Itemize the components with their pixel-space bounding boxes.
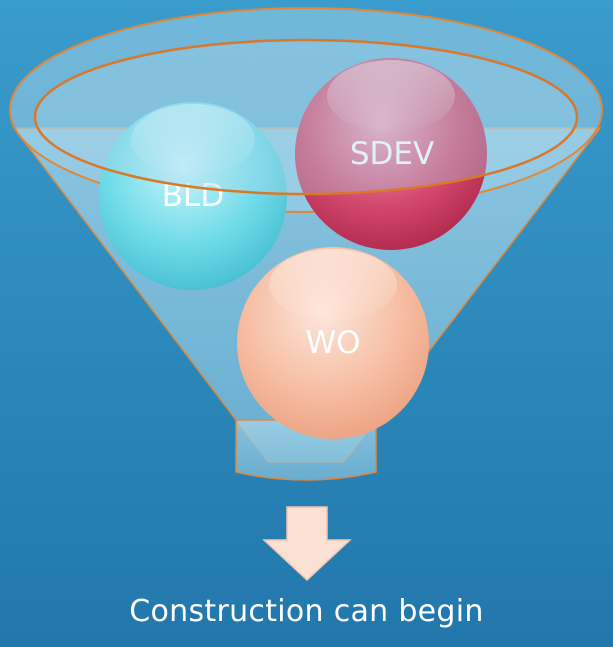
- ball-label-sdev: SDEV: [350, 136, 434, 172]
- ball-wo: WO: [237, 247, 429, 439]
- down-arrow-icon: [262, 506, 352, 582]
- result-caption: Construction can begin: [129, 594, 484, 629]
- ball-label-wo: WO: [305, 325, 360, 361]
- ball-sdev: SDEV: [295, 58, 487, 250]
- funnel-inner-rim: [33, 38, 579, 196]
